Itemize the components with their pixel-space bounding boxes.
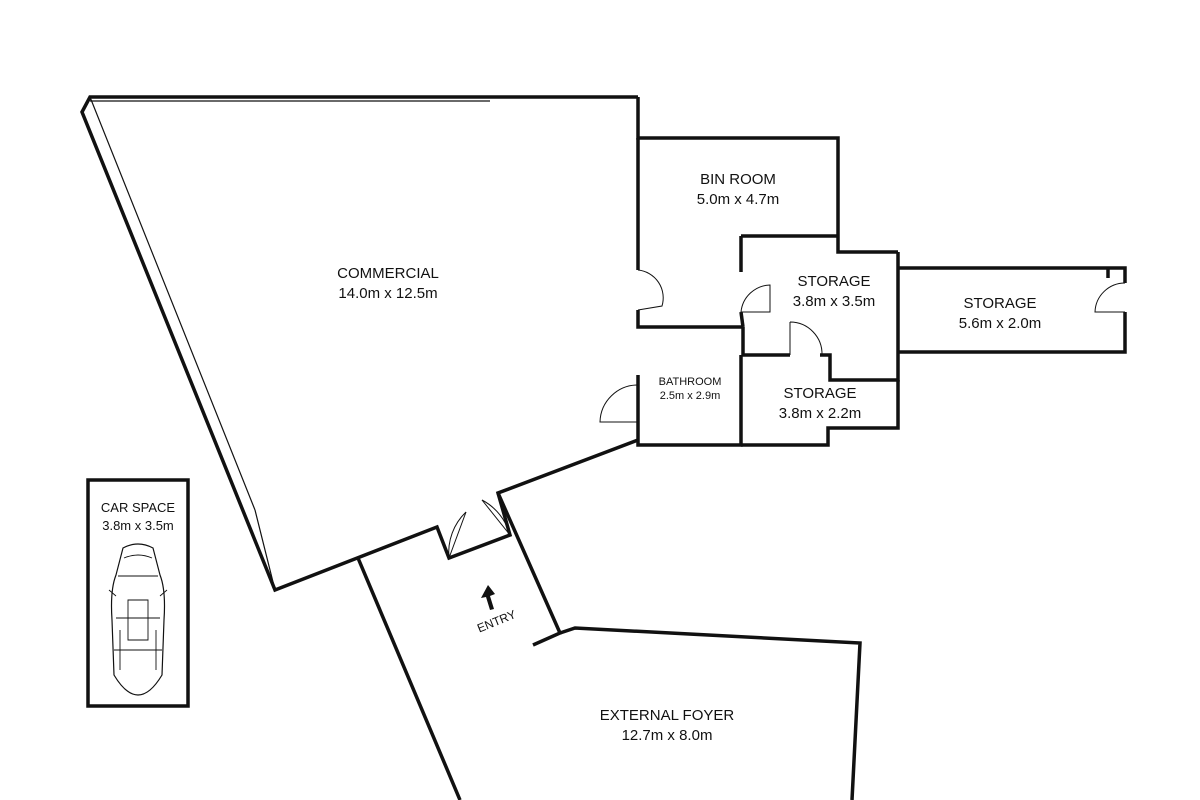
car-space <box>86 478 190 708</box>
external-foyer-name: EXTERNAL FOYER <box>600 707 735 724</box>
car-space-size: 3.8m x 3.5m <box>102 518 174 533</box>
commercial-walls <box>80 95 639 593</box>
bin-room-walls <box>636 97 898 329</box>
storage-a-door[interactable] <box>740 284 771 313</box>
arrow-up-icon <box>481 585 495 610</box>
entry-double-door[interactable] <box>448 499 511 559</box>
car-space-name: CAR SPACE <box>101 500 175 515</box>
car-icon <box>108 543 168 696</box>
storage-b-walls <box>898 268 1127 354</box>
storage-a-size: 3.8m x 3.5m <box>793 293 876 310</box>
bin-room-name: BIN ROOM <box>700 171 776 188</box>
bin-room-door[interactable] <box>637 269 664 311</box>
bathroom-name: BATHROOM <box>659 376 722 388</box>
external-foyer-size: 12.7m x 8.0m <box>622 727 713 744</box>
commercial-name: COMMERCIAL <box>337 265 439 282</box>
bathroom-door[interactable] <box>599 384 639 423</box>
storage-c-name: STORAGE <box>783 385 856 402</box>
storage-b-size: 5.6m x 2.0m <box>959 315 1042 332</box>
bathroom-walls <box>636 355 900 447</box>
storage-a-name: STORAGE <box>797 273 870 290</box>
storage-b-name: STORAGE <box>963 295 1036 312</box>
external-foyer-walls <box>356 492 862 800</box>
storage-a-lower-door[interactable] <box>789 321 823 356</box>
storage-a-walls <box>741 252 1127 382</box>
entry-label: ENTRY <box>475 607 518 635</box>
bathroom-size: 2.5m x 2.9m <box>660 390 721 402</box>
storage-c-size: 3.8m x 2.2m <box>779 405 862 422</box>
bin-room-size: 5.0m x 4.7m <box>697 191 780 208</box>
commercial-size: 14.0m x 12.5m <box>338 285 437 302</box>
entry-marker: ENTRY <box>475 585 518 635</box>
storage-b-door[interactable] <box>1094 282 1126 313</box>
